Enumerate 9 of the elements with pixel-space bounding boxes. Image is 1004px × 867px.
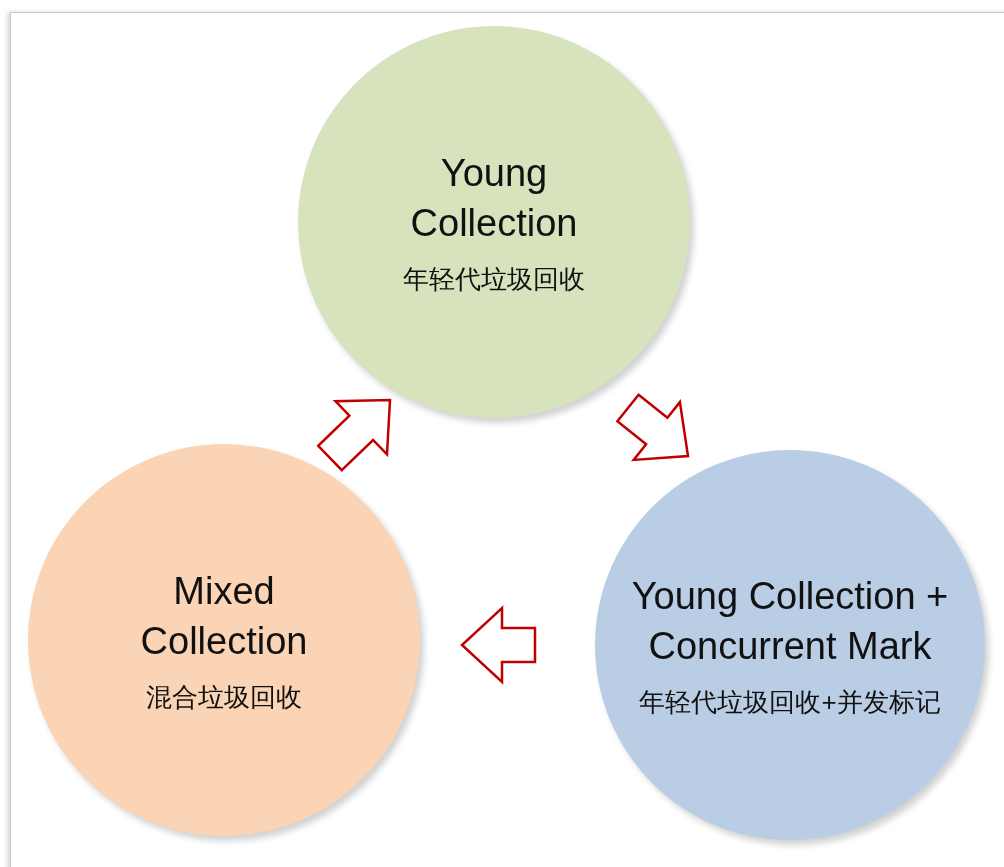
circle-subtitle: 年轻代垃圾回收+并发标记 — [639, 686, 941, 719]
block-arrow — [615, 392, 690, 462]
circle-title: Young Collection — [409, 151, 579, 246]
block-arrow — [460, 605, 537, 685]
circle-subtitle: 年轻代垃圾回收 — [403, 263, 585, 296]
circle-title: Mixed Collection — [139, 569, 309, 664]
circle-subtitle: 混合垃圾回收 — [146, 681, 302, 714]
circle-title: Young Collection + Concurrent Mark — [630, 574, 950, 669]
block-arrow — [316, 398, 392, 472]
